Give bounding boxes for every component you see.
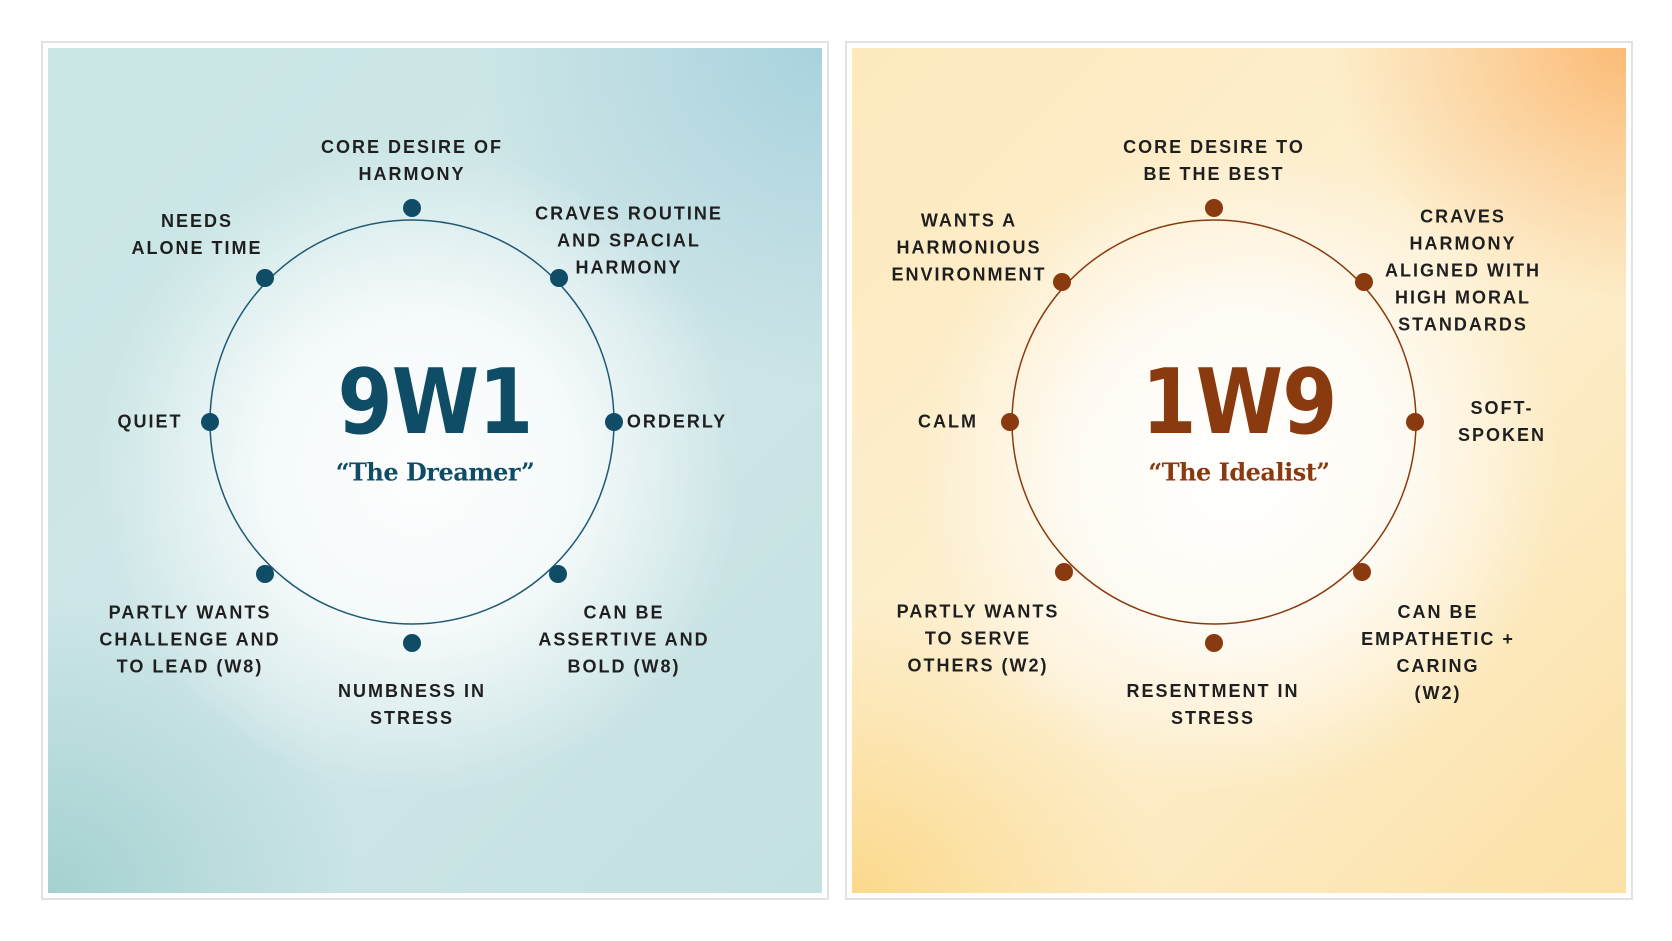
type-nickname: “The Dreamer” [335, 457, 535, 487]
trait-label-top: CORE DESIRE TO BE THE BEST [1123, 137, 1305, 184]
trait-label-left: QUIET [117, 411, 183, 432]
trait-dot [201, 413, 219, 431]
trait-dot [1205, 634, 1223, 652]
trait-dot [1353, 563, 1371, 581]
trait-label-bottom: NUMBNESS IN STRESS [337, 681, 487, 728]
trait-label-bottom-left: PARTLY WANTS TO SERVE OTHERS (W2) [896, 601, 1060, 676]
trait-dot [549, 565, 567, 583]
trait-dot [605, 413, 623, 431]
left-card: 9W1 “The Dreamer” CORE DESIRE OF HARMONY… [41, 41, 829, 900]
circle-diagram-9w1 [201, 199, 623, 652]
trait-label-bottom: RESENTMENT IN STRESS [1126, 681, 1300, 728]
trait-dot [1406, 413, 1424, 431]
trait-dot [1355, 273, 1373, 291]
type-9w1-panel: 9W1 “The Dreamer” CORE DESIRE OF HARMONY… [48, 48, 822, 893]
trait-dot [256, 269, 274, 287]
circle-diagram-1w9 [1001, 199, 1424, 652]
trait-label-top-right: CRAVES ROUTINE AND SPACIAL HARMONY [535, 203, 723, 278]
type-code: 9W1 [337, 350, 534, 455]
trait-label-right: ORDERLY [626, 411, 728, 432]
trait-label-top: CORE DESIRE OF HARMONY [320, 137, 504, 184]
trait-dot [550, 269, 568, 287]
trait-dot [1053, 273, 1071, 291]
trait-dot [1205, 199, 1223, 217]
trait-label-top-right: CRAVES HARMONY ALIGNED WITH HIGH MORAL S… [1385, 206, 1541, 335]
trait-dot [1001, 413, 1019, 431]
trait-dot [1055, 563, 1073, 581]
right-card: 1W9 “The Idealist” CORE DESIRE TO BE THE… [845, 41, 1633, 900]
trait-dot [403, 634, 421, 652]
type-nickname: “The Idealist” [1148, 457, 1330, 487]
trait-label-top-left: WANTS A HARMONIOUS ENVIRONMENT [891, 210, 1047, 285]
trait-label-top-left: NEEDS ALONE TIME [131, 211, 263, 258]
trait-label-bottom-right: CAN BE EMPATHETIC + CARING (W2) [1361, 602, 1515, 703]
trait-dot [403, 199, 421, 217]
trait-label-left: CALM [918, 411, 978, 432]
type-code: 1W9 [1141, 350, 1338, 455]
trait-label-right: SOFT-SPOKEN [1457, 398, 1547, 445]
type-1w9-panel: 1W9 “The Idealist” CORE DESIRE TO BE THE… [852, 48, 1626, 893]
trait-dot [256, 565, 274, 583]
trait-label-bottom-left: PARTLY WANTS CHALLENGE AND TO LEAD (W8) [99, 602, 281, 677]
trait-label-bottom-right: CAN BE ASSERTIVE AND BOLD (W8) [538, 602, 710, 677]
